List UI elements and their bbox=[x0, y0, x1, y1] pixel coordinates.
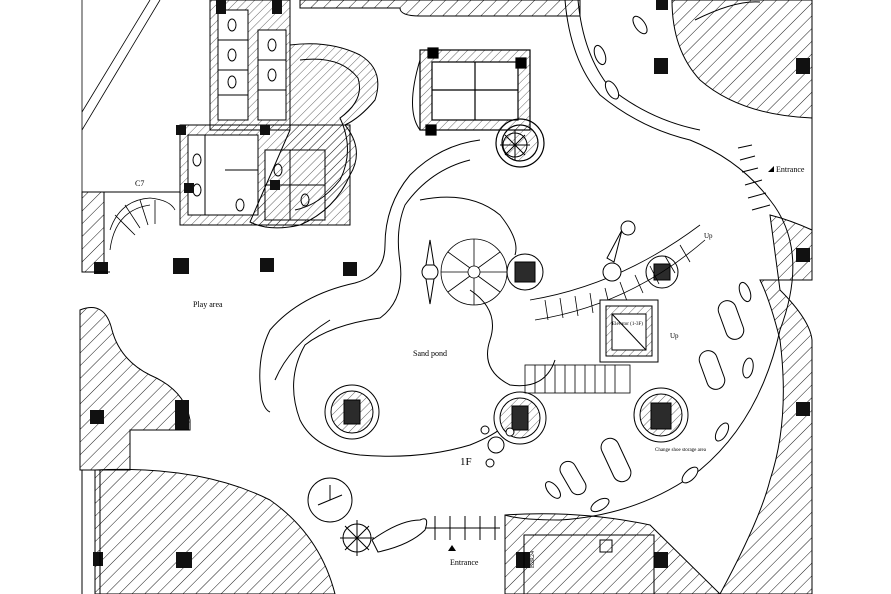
elevator-label: Elevator (1-3F) bbox=[612, 322, 643, 327]
toilet-curved-wall bbox=[249, 43, 379, 229]
hatched-walls bbox=[79, 0, 813, 594]
sand-pond-label: Sand pond bbox=[413, 349, 447, 358]
room-code-label: B2R24 bbox=[530, 550, 536, 568]
top-core bbox=[419, 47, 545, 168]
up-top-label: Up bbox=[704, 232, 713, 240]
play-area-label: Play area bbox=[193, 300, 223, 309]
up-elevator-label: Up bbox=[670, 332, 679, 340]
play-objects bbox=[307, 477, 428, 553]
spiral-stair-icon bbox=[440, 238, 508, 306]
plant-icon bbox=[340, 130, 530, 556]
column-tag-label: C7 bbox=[135, 179, 145, 188]
ramp-lines bbox=[81, 0, 161, 192]
entrance-bottom-label: Entrance bbox=[450, 558, 479, 567]
benches bbox=[545, 15, 754, 513]
elevator-icon bbox=[599, 299, 659, 363]
sand-pond bbox=[419, 196, 556, 387]
entrance-ticks bbox=[425, 144, 771, 540]
spiral-stair-icon bbox=[109, 197, 176, 251]
columns bbox=[90, 0, 810, 568]
entrance-right-label: Entrance bbox=[776, 165, 805, 174]
change-shoe-label: Change shoe storage area bbox=[655, 448, 706, 453]
propeller-icon bbox=[421, 220, 636, 468]
arrow-triangle-icon bbox=[448, 166, 774, 551]
floor-label: 1F bbox=[460, 456, 472, 468]
